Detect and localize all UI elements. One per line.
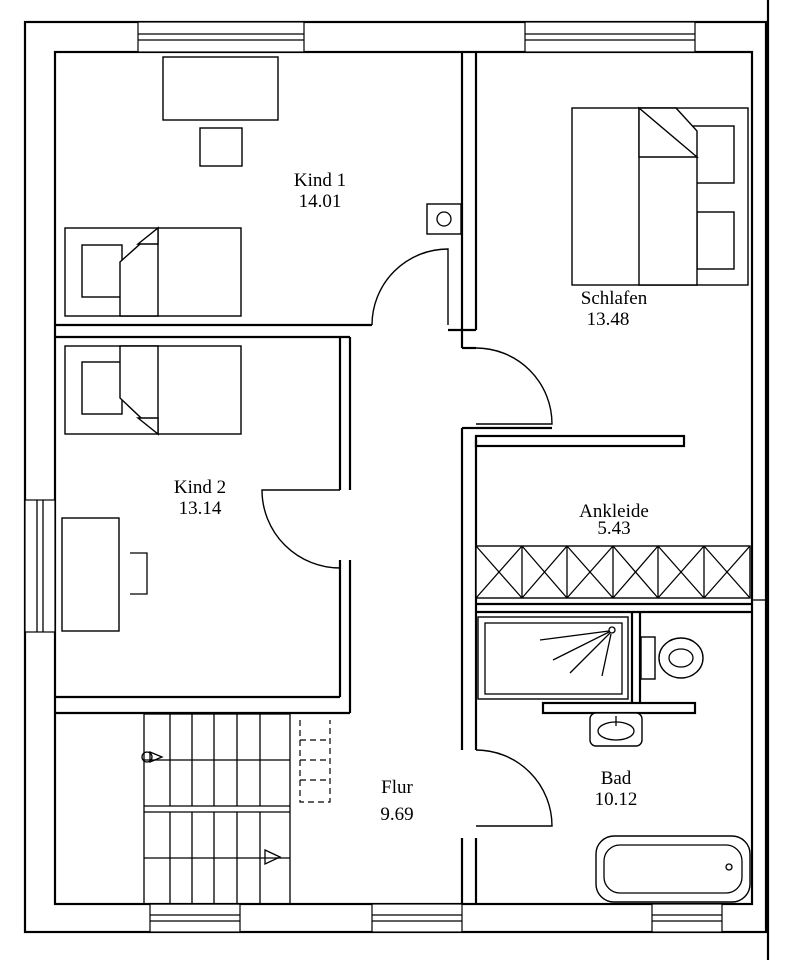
bathtub — [595, 835, 751, 903]
kind1-furniture — [64, 56, 462, 317]
room-name: Kind 1 — [293, 170, 347, 191]
pillow — [81, 244, 123, 298]
bad-fixtures — [477, 616, 751, 903]
desk — [162, 56, 279, 121]
chimney — [426, 203, 462, 235]
chimney-icon — [436, 211, 452, 227]
room-name: Schlafen — [580, 288, 648, 309]
room-area: 13.14 — [178, 498, 222, 519]
room-area: 5.43 — [597, 518, 631, 539]
room-bad: Bad 10.12 — [595, 768, 638, 810]
chair — [130, 552, 148, 595]
room-kind2: Kind 2 13.14 — [174, 477, 226, 519]
toilet-tank — [640, 636, 656, 680]
room-kind1: Kind 1 14.01 — [294, 170, 346, 212]
door-kind1 — [371, 248, 449, 326]
staircase — [141, 713, 331, 905]
room-area: 10.12 — [594, 789, 638, 810]
room-name: Bad — [600, 768, 632, 789]
room-schlafen: Schlafen 13.48 — [581, 288, 647, 330]
schlafen-furniture — [571, 106, 749, 286]
doors — [261, 248, 553, 827]
room-name: Ankleide — [579, 501, 649, 522]
door-bad — [475, 749, 553, 827]
room-area: 14.01 — [298, 191, 342, 212]
chair — [199, 127, 243, 167]
shower — [477, 616, 629, 700]
pillow — [696, 211, 735, 270]
windows — [24, 21, 723, 933]
toilet-bowl — [658, 637, 704, 679]
kind2-furniture — [61, 345, 242, 632]
room-flur: Flur 9.69 — [380, 777, 413, 825]
pillow — [81, 361, 123, 415]
room-area: 9.69 — [380, 804, 414, 825]
room-name: Kind 2 — [173, 477, 227, 498]
room-name: Flur — [381, 777, 413, 798]
door-schlafen — [475, 347, 553, 425]
room-ankleide: Ankleide 5.43 — [579, 501, 649, 539]
door-kind2 — [261, 489, 341, 569]
room-area: 13.48 — [586, 309, 630, 330]
desk — [61, 517, 120, 632]
wardrobe — [475, 545, 751, 599]
